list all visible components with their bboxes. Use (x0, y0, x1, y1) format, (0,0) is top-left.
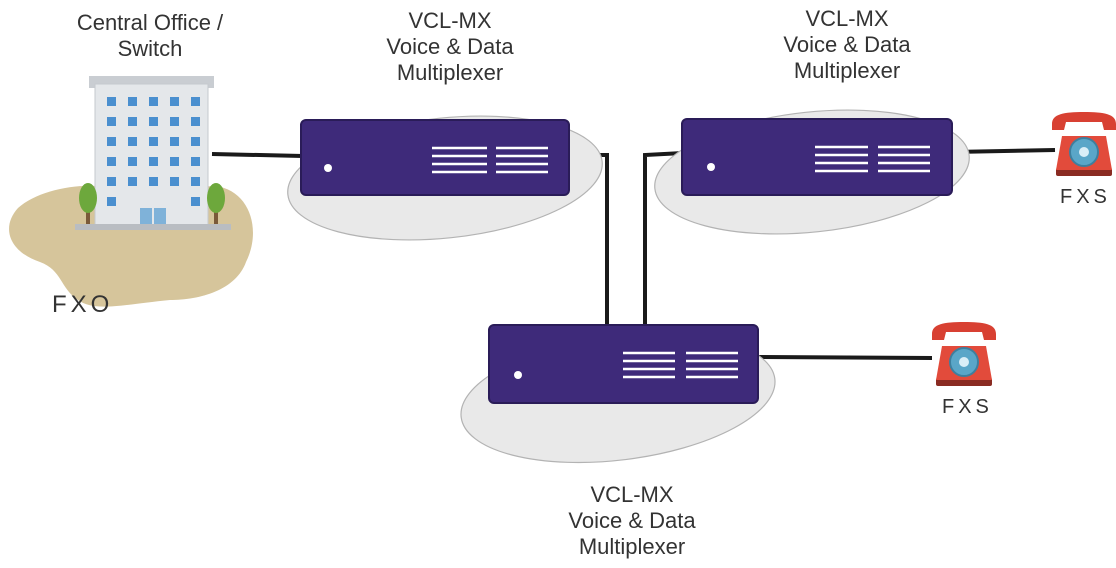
mux-top-left-label-line3: Multiplexer (396, 60, 504, 85)
mux-top-right-device-icon (681, 118, 953, 196)
mux-bottom-device-icon (488, 324, 759, 404)
link-mux3-to-phone (757, 355, 933, 360)
building-window (191, 197, 200, 206)
building-window (128, 157, 137, 166)
building-window (107, 197, 116, 206)
mux-bottom-label-line2: Voice & Data (568, 508, 696, 533)
central-office-label-line1: Central Office / (76, 10, 224, 35)
building-window (149, 117, 158, 126)
central-office-label: Central Office / Switch (40, 10, 260, 62)
building-window (128, 177, 137, 186)
mux-top-left-label-line2: Voice & Data (386, 34, 514, 59)
building-window (170, 177, 179, 186)
fxs-right-label: FXS (1060, 186, 1111, 208)
central-office-building-icon (75, 76, 231, 230)
building-window (128, 137, 137, 146)
building-window (170, 157, 179, 166)
building-window (170, 137, 179, 146)
building-window (107, 97, 116, 106)
mux-bottom-label-line3: Multiplexer (578, 534, 686, 559)
building-window (128, 117, 137, 126)
building-window (191, 157, 200, 166)
building-window (128, 97, 137, 106)
building-window (191, 117, 200, 126)
central-office-label-line2: Switch (117, 36, 183, 61)
telephone-right-icon (1052, 112, 1116, 176)
building-window (191, 177, 200, 186)
mux-top-right-label: VCL-MX Voice & Data Multiplexer (737, 6, 957, 84)
building-window (107, 117, 116, 126)
building-window (149, 177, 158, 186)
building-window (149, 97, 158, 106)
telephone-bottom-icon (932, 322, 996, 386)
building-window (107, 137, 116, 146)
link-mux2-to-phone (952, 148, 1056, 154)
building-window (107, 157, 116, 166)
building-window (170, 97, 179, 106)
link-office-to-mux (211, 152, 304, 158)
mux-top-left-device-icon (300, 119, 570, 196)
mux-top-right-label-line2: Voice & Data (783, 32, 911, 57)
mux-top-right-label-line1: VCL-MX (805, 6, 889, 31)
mux-top-left-label: VCL-MX Voice & Data Multiplexer (340, 8, 560, 86)
fxo-label: FXO (52, 291, 114, 318)
mux-bottom-label: VCL-MX Voice & Data Multiplexer (522, 482, 742, 560)
building-window (149, 137, 158, 146)
building-window (170, 117, 179, 126)
building-window (149, 157, 158, 166)
building-window (191, 137, 200, 146)
mux-top-left-label-line1: VCL-MX (408, 8, 492, 33)
mux-bottom-label-line1: VCL-MX (590, 482, 674, 507)
building-window (191, 97, 200, 106)
fxs-bottom-label: FXS (942, 396, 993, 418)
building-window (107, 177, 116, 186)
mux-top-right-label-line3: Multiplexer (793, 58, 901, 83)
link-mux2-to-mux3 (643, 151, 684, 324)
